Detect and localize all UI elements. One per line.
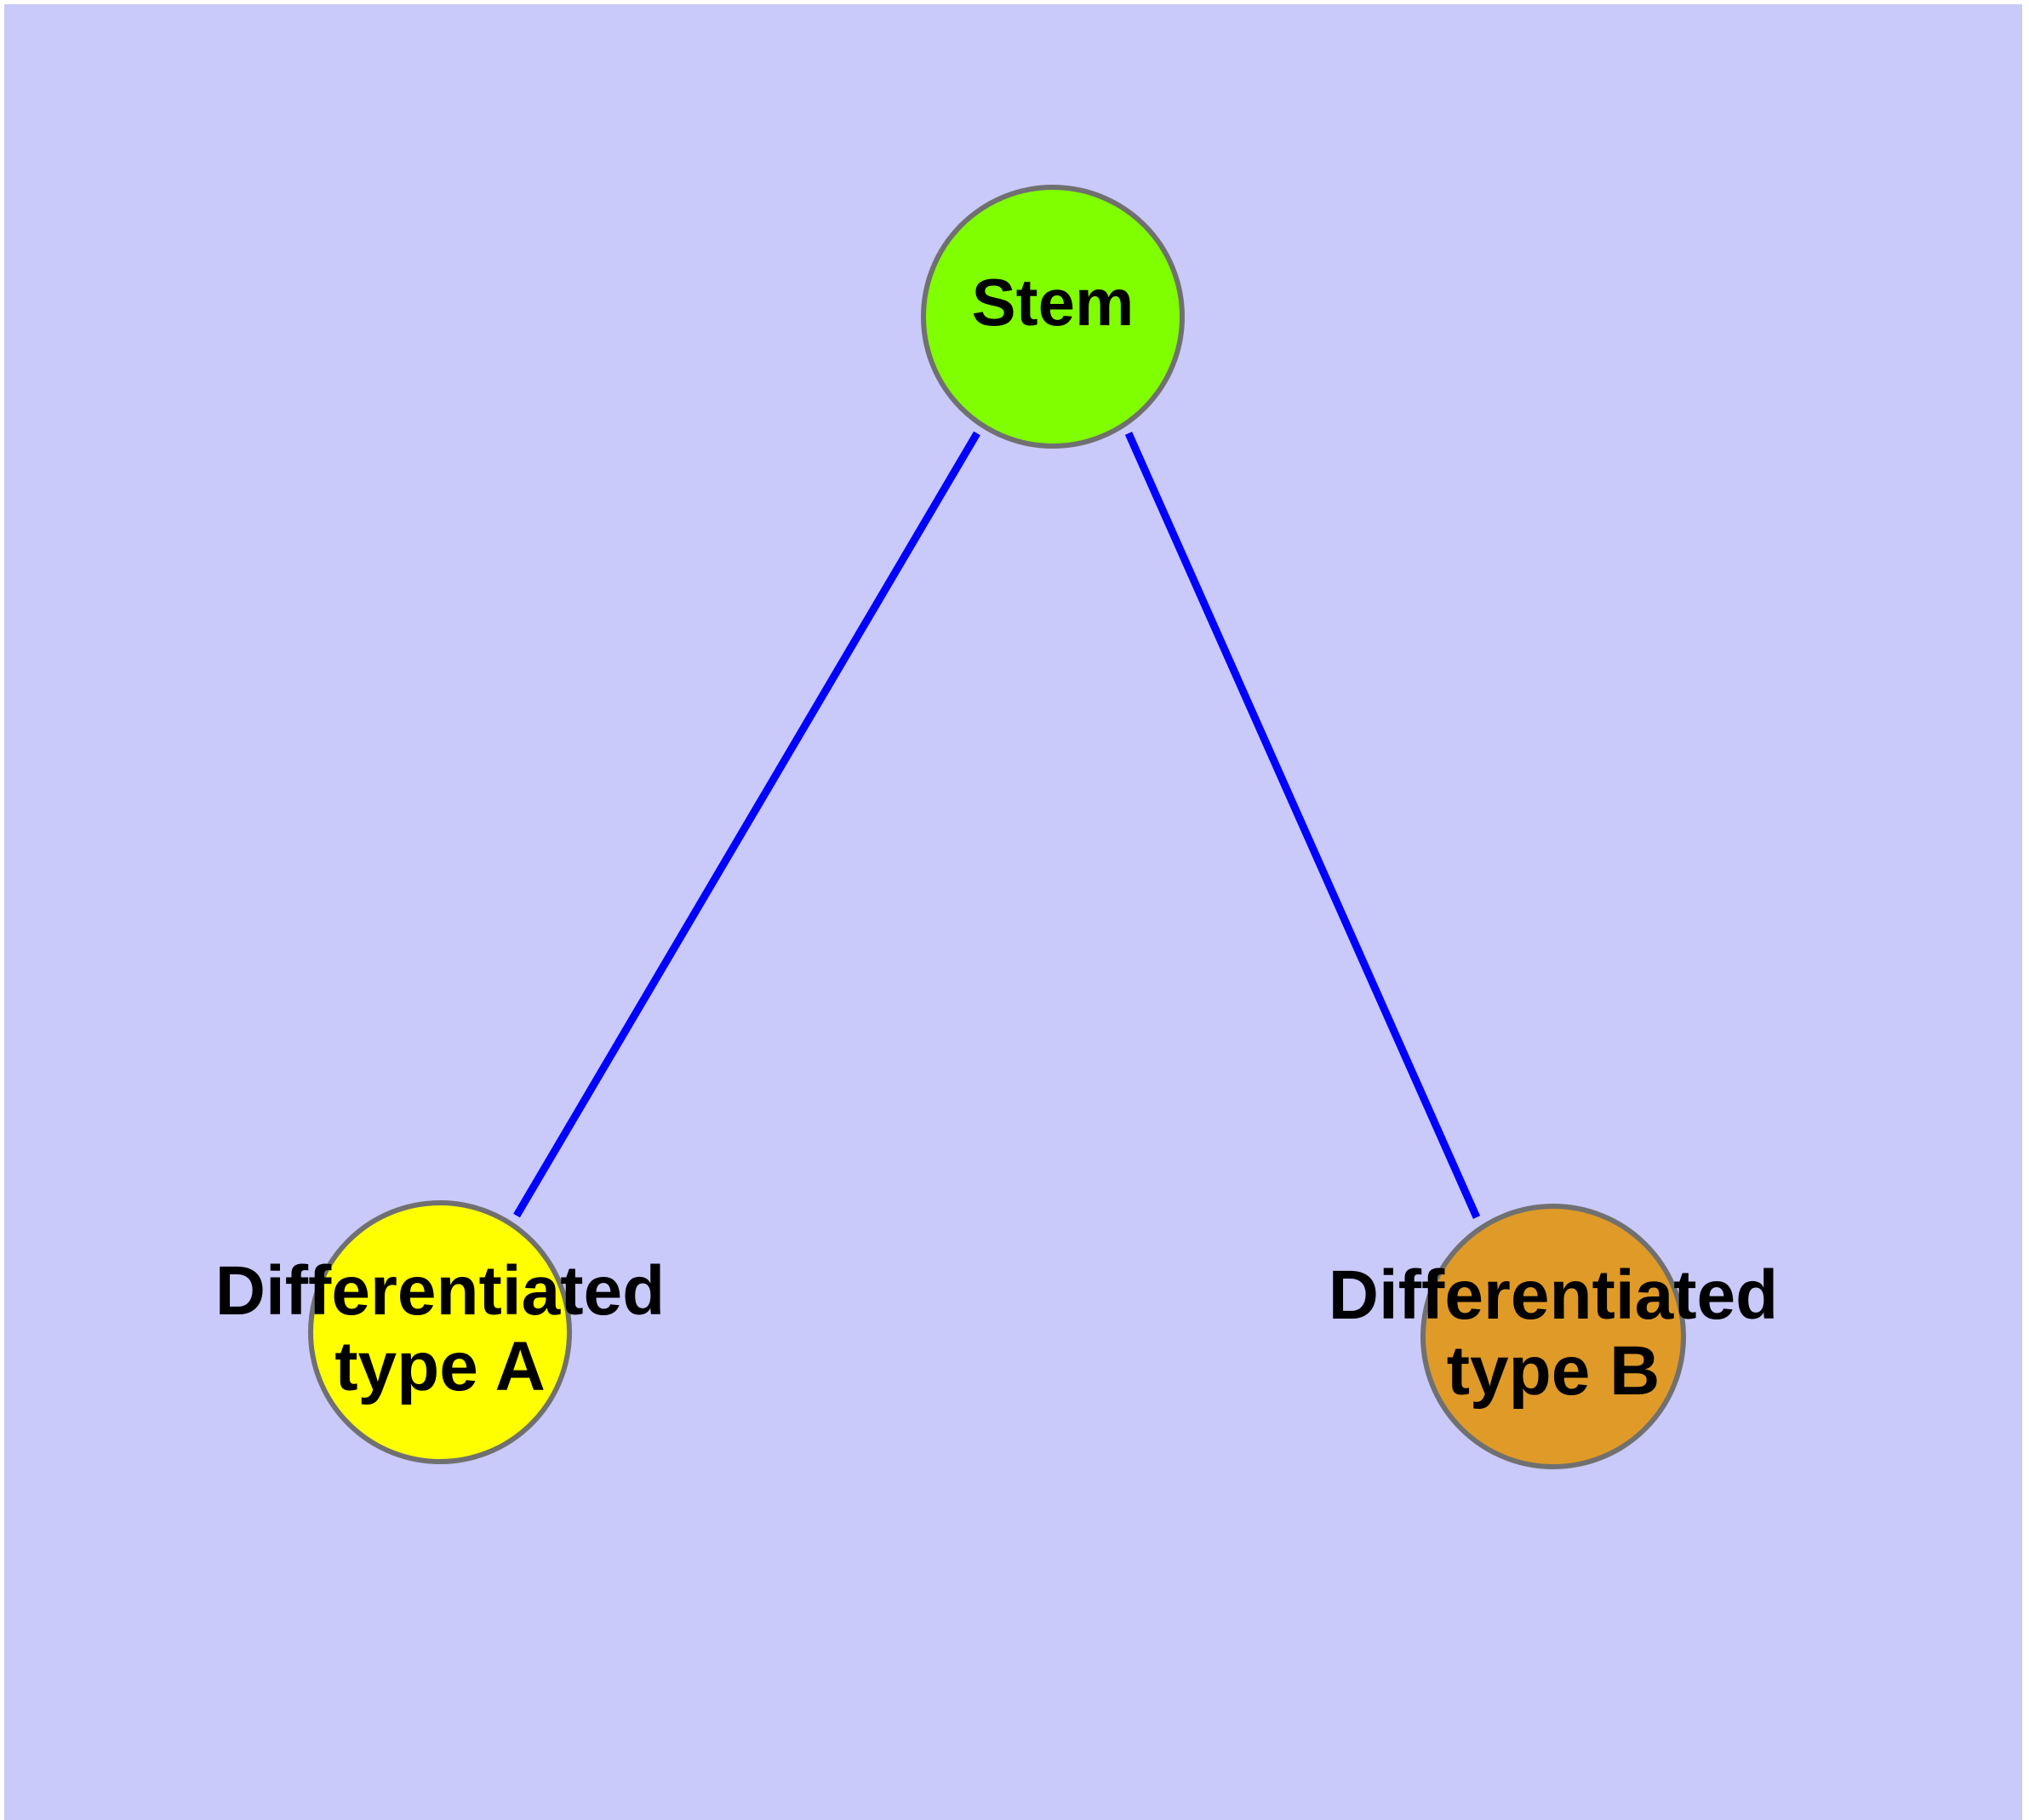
edge-stem-to-diff-a bbox=[513, 431, 980, 1218]
node-diff-b[interactable] bbox=[1420, 1204, 1686, 1469]
node-diff-a[interactable] bbox=[308, 1200, 572, 1464]
node-layer bbox=[308, 185, 1686, 1469]
edge-stem-to-diff-b bbox=[1124, 432, 1481, 1219]
node-stem[interactable] bbox=[921, 185, 1185, 449]
edge-layer bbox=[513, 431, 1481, 1219]
